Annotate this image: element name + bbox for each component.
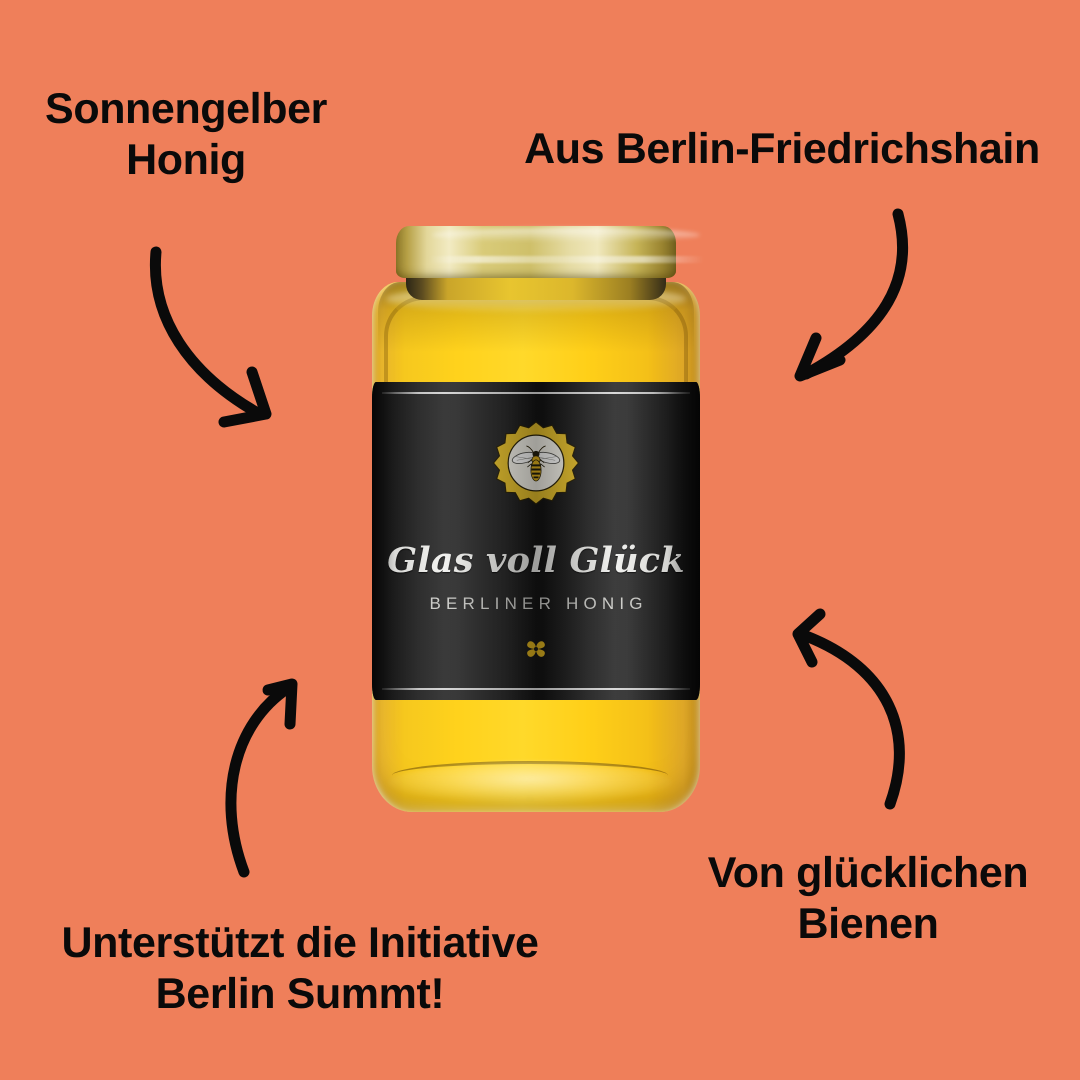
lid-reflection-band	[428, 256, 704, 263]
honey-jar: Glas voll Glück BERLINER HONIG	[366, 226, 706, 812]
bee-badge	[492, 421, 580, 505]
lid-top-highlight	[432, 228, 700, 242]
caption-sonnengelber-honig: Sonnengelber Honig	[45, 85, 327, 184]
caption-aus-berlin-friedrichshain: Aus Berlin-Friedrichshain	[524, 125, 1040, 173]
arrow-bottom-left	[225, 678, 298, 878]
caption-unterstuetzt-die-initiative: Unterstützt die Initiative Berlin Summt!	[61, 919, 539, 1018]
arrow-bottom-right	[792, 608, 905, 810]
jar-base-gloss	[388, 762, 672, 804]
four-leaf-clover-icon	[527, 641, 545, 657]
label-rule-bottom	[382, 688, 690, 690]
jar-label: Glas voll Glück BERLINER HONIG	[372, 382, 700, 700]
arrow-top-left	[149, 246, 272, 428]
brand-name: Glas voll Glück	[387, 540, 685, 581]
arrow-top-right	[794, 208, 908, 382]
label-rule-top	[382, 392, 690, 394]
caption-von-gluecklichen-bienen: Von glücklichen Bienen	[707, 849, 1029, 948]
brand-subtitle: BERLINER HONIG	[429, 594, 648, 613]
jar-lid	[396, 226, 704, 278]
